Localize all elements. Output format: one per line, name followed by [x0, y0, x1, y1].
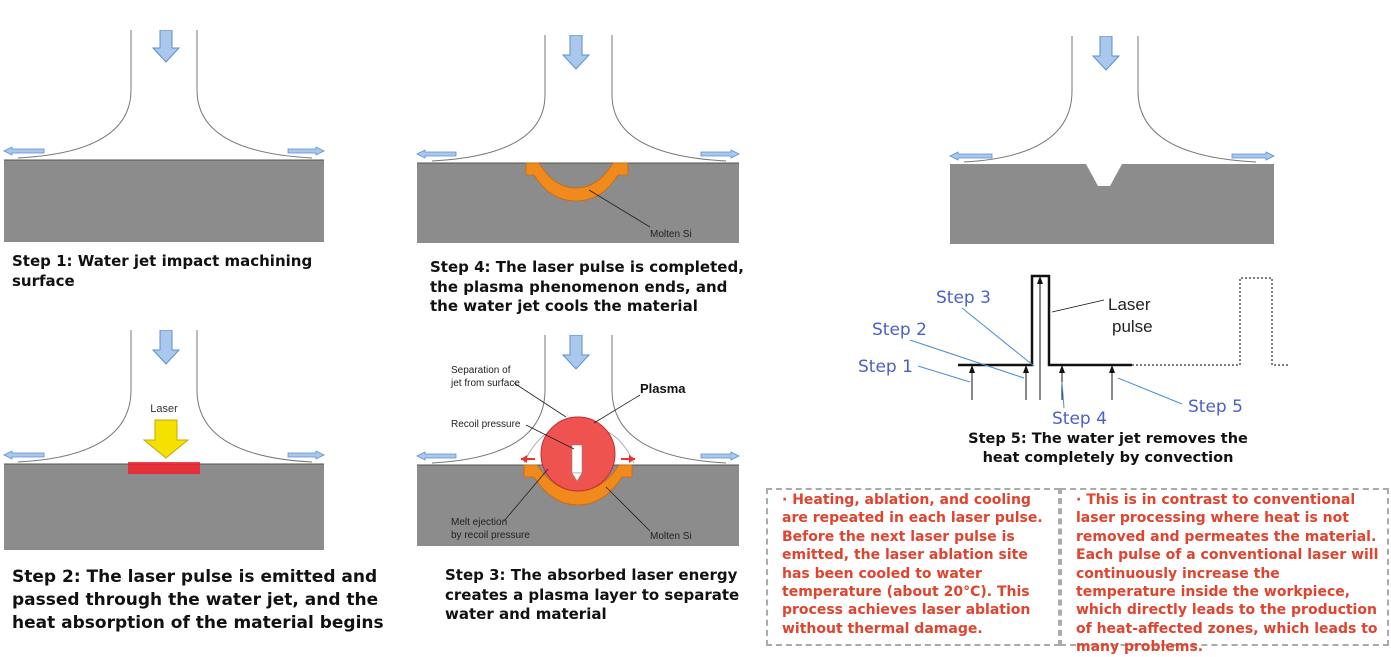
panel-step5 [946, 36, 1278, 246]
pulse-timing-diagram: Laser pulse Step 3 Step 2 Step 1 Step 4 … [850, 270, 1390, 430]
down-arrow-icon [151, 330, 181, 365]
pulse-step3-label: Step 3 [936, 288, 991, 308]
molten-si-label: Molten Si [650, 531, 692, 542]
note-conventional-laser: · This is in contrast to conventional la… [1060, 488, 1389, 655]
right-arrow-icon [1231, 151, 1275, 161]
left-arrow-icon [949, 151, 993, 161]
molten-si-zone [525, 162, 629, 202]
left-arrow-icon [3, 450, 45, 460]
caption-step2: Step 2: The laser pulse is emitted and p… [12, 567, 384, 633]
laser-pulse-label-line2: pulse [1112, 317, 1153, 336]
heated-zone [128, 462, 200, 474]
note-water-jet-laser: · Heating, ablation, and cooling are rep… [766, 488, 1060, 646]
right-arrow-icon [287, 450, 325, 460]
laser-pulse-label-line1: Laser [1108, 295, 1151, 314]
panel-step3: Separation of jet from surface Plasma Re… [414, 335, 744, 548]
laser-arrow-icon [142, 419, 190, 459]
caption-step3: Step 3: The absorbed laser energy create… [445, 566, 740, 623]
recoil-pressure-label: Recoil pressure [451, 419, 521, 430]
down-arrow-icon [151, 30, 181, 63]
pulse-step5-label: Step 5 [1188, 397, 1243, 417]
laser-beam [571, 444, 583, 474]
water-jet-left-edge [17, 30, 132, 159]
plasma-label: Plasma [640, 381, 686, 396]
panel-step1 [0, 30, 330, 245]
pulse-step4-label: Step 4 [1052, 409, 1107, 429]
separation-label-line1: Separation of [451, 365, 511, 376]
down-arrow-icon [561, 335, 591, 370]
right-arrow-icon [287, 146, 325, 156]
pulse-step1-label: Step 1 [858, 357, 913, 377]
caption-step5: Step 5: The water jet removes the heat c… [968, 431, 1248, 466]
caption-step4: Step 4: The laser pulse is completed, th… [430, 258, 744, 315]
panel-step2: Laser [0, 330, 330, 552]
melt-ejection-label-line1: Melt ejection [451, 517, 507, 528]
down-arrow-icon [1091, 36, 1121, 71]
left-arrow-icon [416, 149, 457, 159]
melt-ejection-label-line2: by recoil pressure [451, 530, 530, 541]
left-arrow-icon [416, 451, 457, 461]
separation-label-line2: jet from surface [450, 378, 520, 389]
molten-si-label: Molten Si [650, 229, 692, 240]
water-jet-right-edge [196, 30, 313, 159]
right-arrow-icon [700, 451, 740, 461]
workpiece [4, 160, 324, 242]
workpiece [417, 163, 739, 243]
workpiece-with-cavity [950, 164, 1274, 244]
pulse-step2-label: Step 2 [872, 320, 927, 340]
caption-step1: Step 1: Water jet impact machining surfa… [12, 252, 313, 290]
left-arrow-icon [3, 146, 45, 156]
down-arrow-icon [561, 35, 591, 70]
laser-label: Laser [150, 403, 178, 415]
panel-step4: Molten Si [414, 35, 744, 245]
workpiece [4, 464, 324, 550]
next-pulse-waveform [1132, 277, 1290, 366]
laser-pulse-waveform [958, 274, 1132, 367]
right-arrow-icon [700, 149, 740, 159]
